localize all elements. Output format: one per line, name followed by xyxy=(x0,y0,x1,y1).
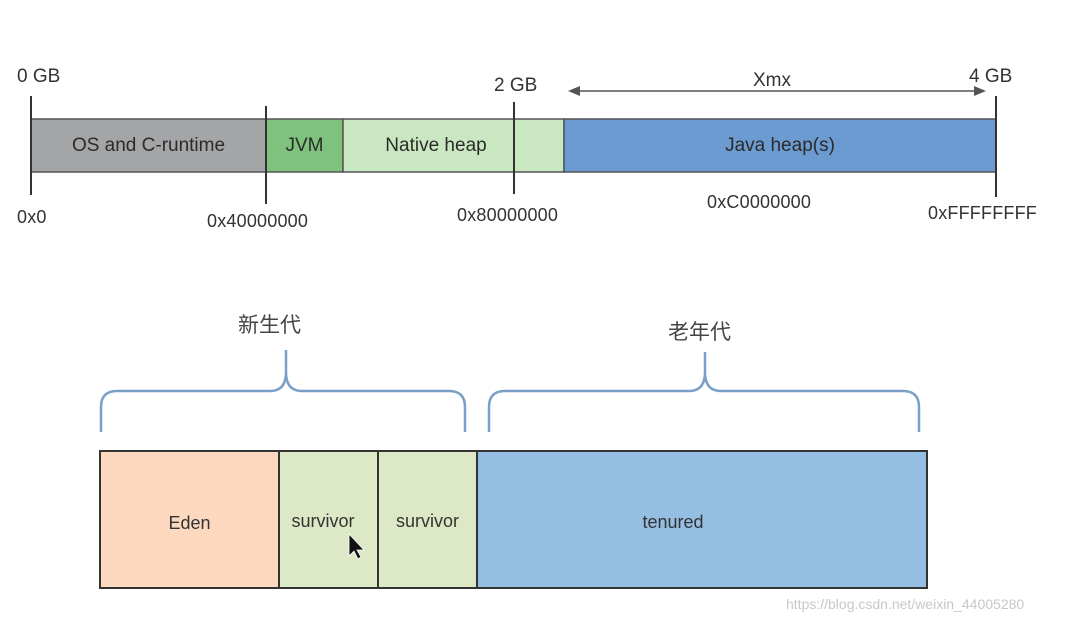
address-0x80000000: 0x80000000 xyxy=(457,205,559,225)
java-heap-segment xyxy=(563,118,997,173)
old-gen-brace xyxy=(487,352,921,432)
label-0gb: 0 GB xyxy=(17,66,61,87)
java-heap-label: Java heap(s) xyxy=(725,134,835,156)
tenured-label: tenured xyxy=(642,512,704,532)
jvm-segment xyxy=(265,118,344,173)
old-generation-label: 老年代 xyxy=(668,320,731,344)
label-xmx: Xmx xyxy=(753,70,791,91)
os-segment-label: OS and C-runtime xyxy=(71,134,226,156)
survivor-label-2: survivor xyxy=(395,511,459,531)
eden-label: Eden xyxy=(168,513,211,533)
tenured-area xyxy=(476,450,928,589)
address-0xFFFFFFFF: 0xFFFFFFFF xyxy=(928,203,1037,223)
label-4gb: 4 GB xyxy=(969,66,1013,87)
xmx-arrow xyxy=(568,86,986,96)
watermark-text: https://blog.csdn.net/weixin_44005280 xyxy=(786,596,1025,612)
label-2gb: 2 GB xyxy=(494,75,538,96)
young-generation-label: 新生代 xyxy=(238,313,301,337)
survivor-label-1: survivor xyxy=(291,511,355,531)
address-0xC0000000: 0xC0000000 xyxy=(707,192,812,212)
address-0x0: 0x0 xyxy=(17,207,47,227)
native-heap-label: Native heap xyxy=(385,134,487,156)
os-segment xyxy=(30,118,267,173)
eden-area xyxy=(99,450,280,589)
native-heap-segment xyxy=(342,118,565,173)
address-0x40000000: 0x40000000 xyxy=(207,211,309,231)
mouse-cursor-icon xyxy=(348,532,365,560)
young-gen-brace xyxy=(99,350,467,432)
jvm-segment-label: JVM xyxy=(285,134,324,156)
